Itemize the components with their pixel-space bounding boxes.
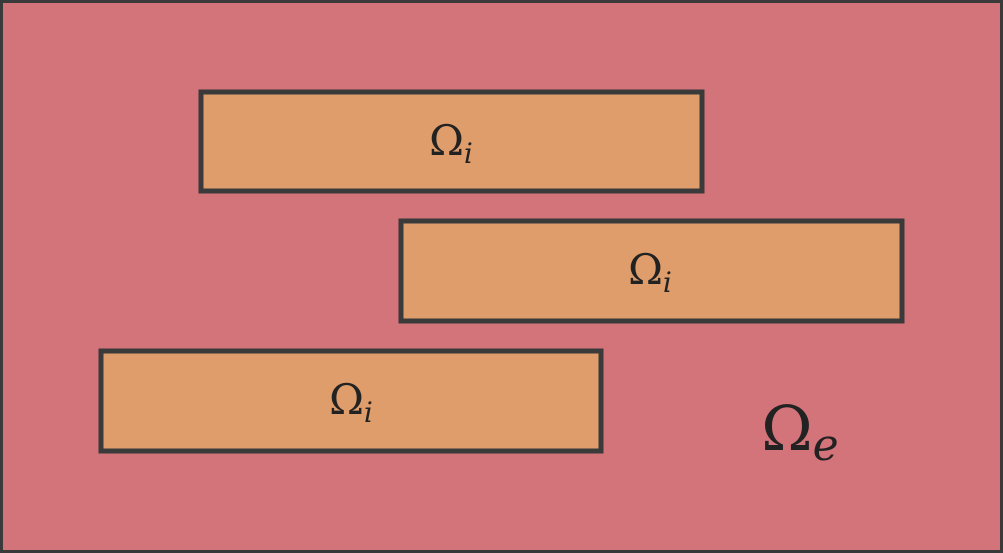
label-subscript: e [813,420,839,471]
interior-region-label: Ωi [429,116,473,170]
interior-region [198,89,705,194]
label-base: Ω [628,245,663,294]
label-subscript: i [364,396,373,429]
label-base: Ω [329,375,364,424]
interior-region-label: Ωi [628,245,672,299]
label-subscript: i [464,137,473,170]
interior-region-label: Ωi [329,375,373,429]
exterior-domain-label: Ωe [761,392,838,471]
label-subscript: i [663,266,672,299]
label-base: Ω [429,116,464,165]
label-base: Ω [761,392,812,465]
interior-region [398,218,905,324]
interior-region [98,348,604,454]
